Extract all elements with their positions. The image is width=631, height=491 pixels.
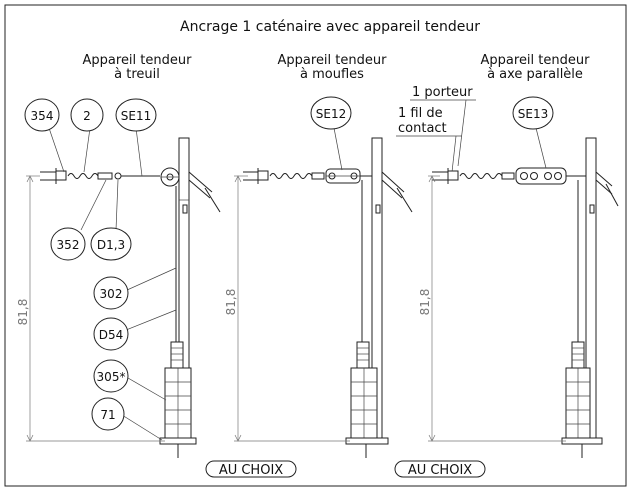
callout-2: 2 bbox=[70, 98, 104, 132]
wall-anchor-icon bbox=[432, 168, 459, 184]
panel-2-heading-line2: à moufles bbox=[300, 67, 364, 82]
cantilever-arm bbox=[595, 171, 619, 207]
height-dimension: 81,8 bbox=[224, 175, 350, 442]
base-plate bbox=[345, 437, 389, 445]
svg-text:D54: D54 bbox=[99, 328, 124, 342]
label-porteur: 1 porteur bbox=[412, 85, 473, 100]
diagram-title: Ancrage 1 caténaire avec appareil tendeu… bbox=[180, 19, 480, 35]
cantilever-arm bbox=[188, 171, 221, 213]
height-dimension-value: 81,8 bbox=[224, 289, 238, 316]
height-dimension-value: 81,8 bbox=[418, 289, 432, 316]
svg-text:SE13: SE13 bbox=[518, 107, 548, 121]
panel-2: Appareil tendeur à moufles bbox=[205, 53, 413, 478]
callout-se12: SE12 bbox=[310, 96, 352, 130]
svg-text:71: 71 bbox=[100, 408, 115, 422]
option-label: AU CHOIX bbox=[408, 463, 472, 478]
insulator-icon bbox=[459, 172, 515, 180]
base-plate bbox=[561, 437, 603, 445]
callout-71: 71 bbox=[91, 397, 125, 431]
spring-icon bbox=[170, 341, 184, 369]
callout-d54: D54 bbox=[93, 317, 129, 351]
panel-1-heading-line1: Appareil tendeur bbox=[83, 53, 193, 68]
panel-1: Appareil tendeur à treuil bbox=[16, 53, 221, 458]
counterweight-stack bbox=[350, 367, 378, 439]
label-fil-de: 1 fil de bbox=[398, 106, 443, 121]
option-label: AU CHOIX bbox=[219, 463, 283, 478]
svg-text:SE11: SE11 bbox=[121, 109, 151, 123]
svg-text:D1,3: D1,3 bbox=[97, 238, 125, 252]
callout-se13: SE13 bbox=[512, 96, 554, 130]
panel-3-heading-line1: Appareil tendeur bbox=[481, 53, 591, 68]
option-tag: AU CHOIX bbox=[394, 460, 486, 478]
wall-anchor-icon bbox=[40, 168, 67, 184]
callout-d1-3: D1,3 bbox=[90, 227, 132, 261]
cantilever-arm bbox=[381, 171, 413, 213]
insulator-icon bbox=[269, 172, 325, 180]
svg-text:2: 2 bbox=[83, 109, 91, 123]
wall-anchor-icon bbox=[243, 168, 269, 184]
spring-icon bbox=[356, 341, 370, 369]
counterweight-stack bbox=[565, 367, 591, 439]
svg-text:302: 302 bbox=[100, 287, 123, 301]
svg-text:354: 354 bbox=[31, 109, 54, 123]
winch-icon bbox=[160, 167, 180, 187]
label-contact: contact bbox=[398, 121, 447, 136]
height-dimension: 81,8 bbox=[418, 175, 566, 442]
option-tag: AU CHOIX bbox=[205, 460, 297, 478]
counterweight-stack bbox=[164, 367, 192, 439]
callout-leaders bbox=[48, 127, 177, 441]
callout-leader bbox=[333, 127, 343, 171]
callout-354: 354 bbox=[24, 98, 60, 132]
panel-3: Appareil tendeur à axe parallèle 1 porte… bbox=[394, 53, 619, 478]
callout-305: 305* bbox=[93, 359, 129, 393]
parallel-axis-tensioner-icon bbox=[515, 167, 567, 185]
callout-302: 302 bbox=[93, 276, 129, 310]
spring-icon bbox=[571, 341, 585, 369]
frame bbox=[4, 4, 627, 487]
panel-2-heading-line1: Appareil tendeur bbox=[278, 53, 388, 68]
svg-text:352: 352 bbox=[57, 238, 80, 252]
panel-1-heading-line2: à treuil bbox=[114, 67, 160, 82]
insulator-icon bbox=[67, 172, 122, 180]
svg-text:SE12: SE12 bbox=[316, 107, 346, 121]
height-dimension-value: 81,8 bbox=[16, 299, 30, 326]
pulley-block-icon bbox=[325, 168, 361, 184]
callout-352: 352 bbox=[50, 227, 86, 261]
svg-text:305*: 305* bbox=[97, 370, 126, 384]
callout-se11: SE11 bbox=[115, 98, 157, 132]
panel-3-heading-line2: à axe parallèle bbox=[487, 67, 583, 82]
base-plate bbox=[159, 437, 197, 445]
callout-leader bbox=[535, 127, 547, 169]
height-dimension: 81,8 bbox=[16, 175, 165, 442]
